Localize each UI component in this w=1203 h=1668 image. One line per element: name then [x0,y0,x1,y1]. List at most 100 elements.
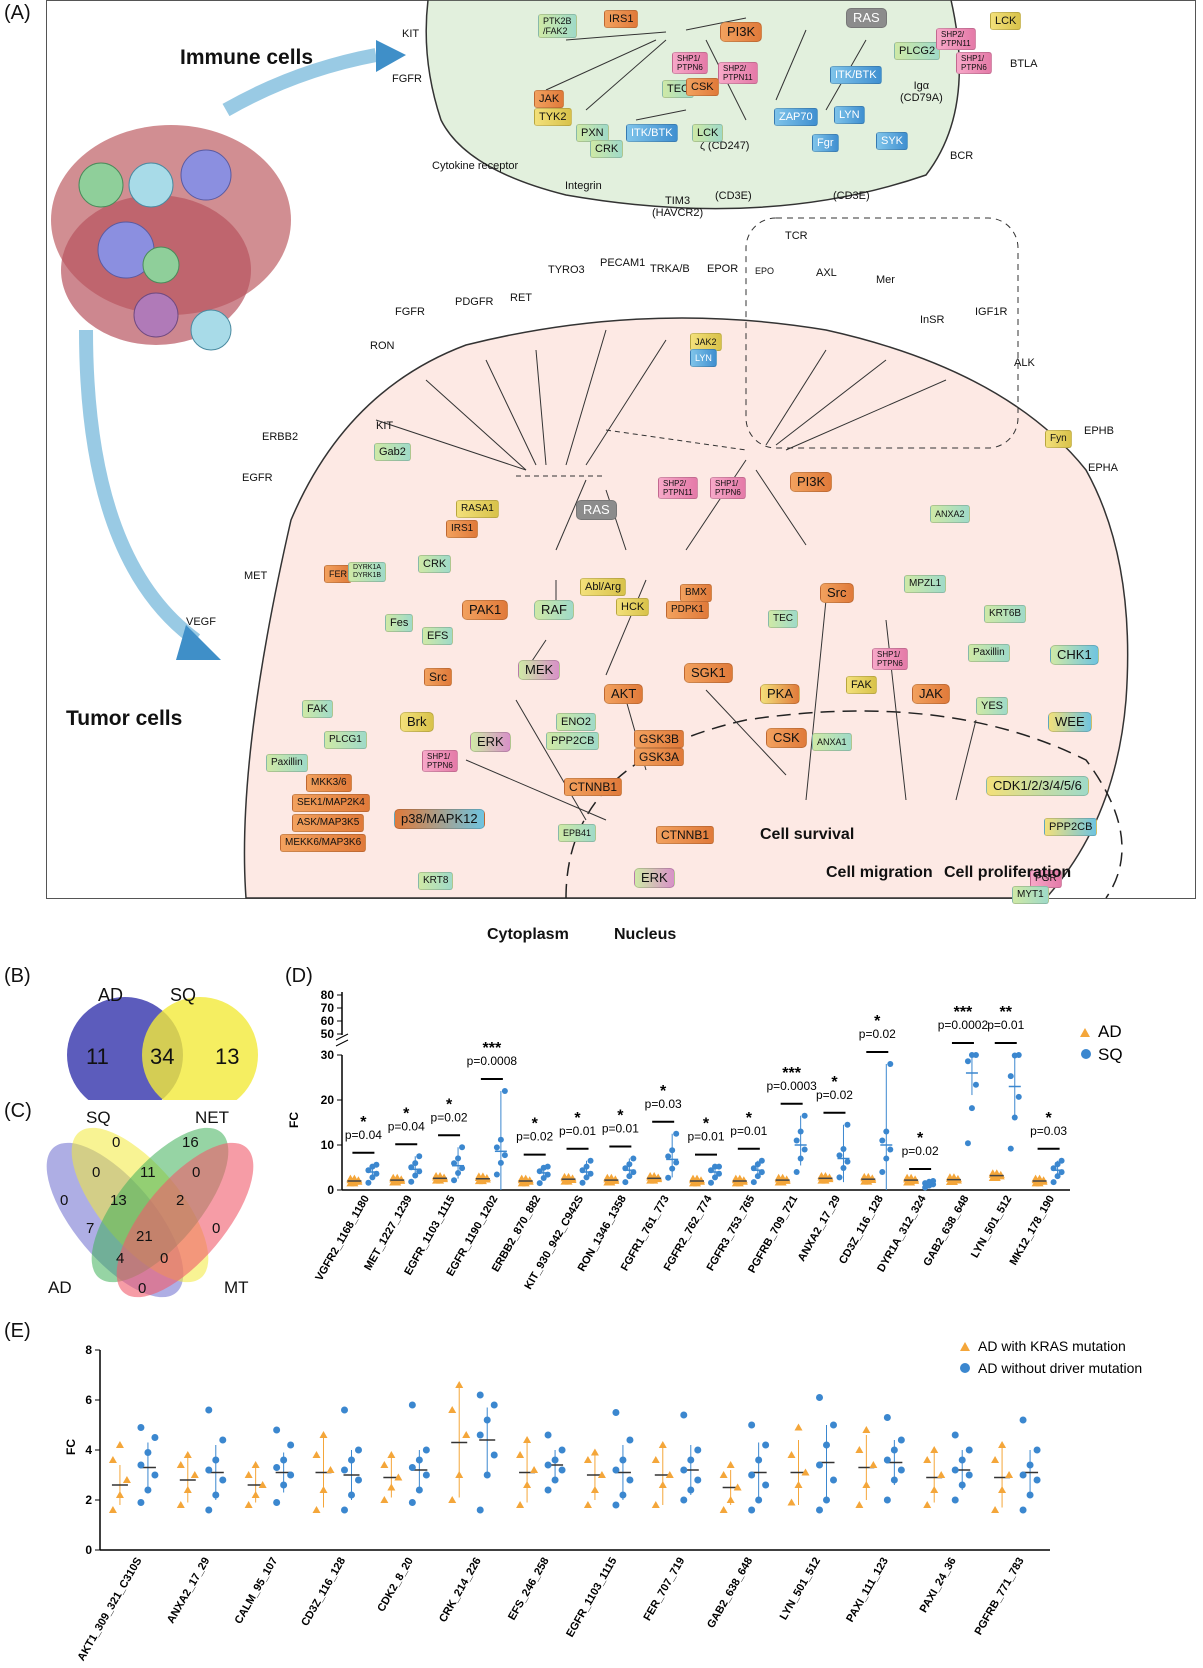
e-point-kras [312,1506,321,1513]
e-point-kras [455,1381,464,1388]
e-point-nodriver [680,1466,688,1474]
e-point-kras [122,1476,131,1483]
d-point-ad [907,1173,916,1181]
tumor-node-mpzl1: MPZL1 [904,575,947,593]
tumor-node-wee: WEE [1048,712,1092,732]
d-point-sq [501,1088,508,1094]
d-point-sq [750,1165,757,1172]
e-point-kras [176,1501,185,1508]
tumor-receptor-pdgfr: PDGFR [455,296,494,308]
tumor-node-ask: ASK/MAP3K5 [292,814,365,832]
immune-receptor-cd3e-left: (CD3E) [715,190,752,202]
e-point-nodriver [137,1499,145,1506]
d-point-sq [1054,1161,1061,1168]
e-point-nodriver [341,1406,348,1414]
e-point-nodriver [694,1476,702,1484]
d-stars: * [574,1110,581,1127]
d-point-sq [716,1163,722,1170]
e-point-nodriver [348,1456,355,1464]
d-point-sq [579,1167,586,1174]
d-stars: * [746,1110,753,1127]
d-pvalue: p=0.0008 [467,1054,518,1068]
e-point-nodriver [558,1446,566,1454]
e-point-kras [794,1481,803,1488]
e-point-nodriver [965,1446,973,1454]
d-pvalue: p=0.01 [687,1130,724,1144]
venn-c-region: 0 [60,1192,69,1209]
immune-receptor-cd79a: Igα (CD79A) [900,80,943,104]
e-point-nodriver [415,1456,423,1464]
d-pvalue: p=0.01 [987,1018,1024,1032]
e-category-label: CD3Z_116_128 [299,1556,348,1629]
e-point-kras [726,1461,735,1468]
d-stars: * [532,1116,539,1133]
d-y-tick-label-upper: 70 [321,1001,335,1015]
tumor-node-fes: Fes [385,614,414,632]
e-point-kras [719,1471,728,1478]
immune-receptor-fgfr: FGFR [392,73,422,85]
e-point-nodriver [476,1391,484,1399]
d-point-ad [1035,1174,1044,1182]
e-point-nodriver [355,1446,362,1454]
e-point-kras [855,1446,864,1453]
d-point-sq [1058,1169,1065,1176]
tam-receptor-group [745,217,1019,449]
e-point-nodriver [144,1486,152,1494]
e-point-kras [380,1496,389,1503]
panel-label-d: (D) [285,965,313,987]
e-point-nodriver [1019,1471,1027,1479]
d-point-ad [393,1173,402,1181]
d-point-sq [665,1174,672,1181]
d-legend-marker-sq [1081,1049,1091,1059]
e-point-kras [183,1486,192,1493]
tumor-node-shp1: SHP1/ PTPN6 [710,477,746,499]
e-point-nodriver [958,1481,966,1489]
e-point-kras [108,1506,117,1513]
d-point-sq [1015,1093,1022,1100]
tumor-receptor-met: MET [244,570,268,582]
e-point-nodriver [890,1476,898,1484]
d-y-tick-label-upper: 50 [321,1027,335,1041]
e-point-nodriver [151,1471,159,1479]
e-point-nodriver [205,1506,213,1514]
immune-node-lck-right: LCK [990,12,1022,30]
d-point-sq [669,1165,676,1172]
d-stars: * [360,1114,367,1131]
e-point-kras [923,1501,932,1508]
e-point-nodriver [273,1464,281,1471]
e-point-kras [523,1481,532,1488]
d-legend-ad: AD [1098,1022,1122,1041]
d-point-sq [1015,1052,1022,1058]
e-point-kras [665,1471,674,1478]
tumor-node-rasa1: RASA1 [456,500,499,518]
d-point-ad [949,1173,958,1181]
d-pvalue: p=0.03 [1030,1124,1067,1138]
tumor-node-efs: EFS [422,627,454,645]
d-point-sq [587,1157,594,1164]
tumor-node-chk1: CHK1 [1050,645,1099,665]
tumor-node-jak: JAK [912,684,950,704]
e-point-nodriver [408,1499,416,1506]
e-point-kras [998,1441,1007,1448]
immune-node-itk-btk-right: ITK/BTK [830,66,882,84]
e-legend-marker-kras [960,1342,970,1351]
e-point-nodriver [816,1394,823,1401]
venn-c [46,1127,254,1298]
e-legend-marker-nodriver [960,1363,970,1373]
immune-node-pxn: PXN [576,124,609,142]
d-category-label: MET_1227_1239 [362,1194,415,1273]
d-point-sq [797,1155,804,1162]
tumor-node-ppp2cb-left: PPP2CB [546,732,600,750]
tumor-node-epb41: EPB41 [558,824,597,842]
e-category-label: EFS_246_258 [506,1556,552,1623]
e-point-nodriver [341,1506,348,1514]
e-point-nodriver [137,1424,145,1431]
e-point-kras [930,1486,939,1493]
e-point-kras [244,1471,253,1478]
d-point-sq [887,1146,894,1153]
d-point-ad [350,1174,359,1182]
d-point-sq [836,1152,843,1159]
e-point-nodriver [694,1446,702,1454]
tumor-receptor-epha: EPHA [1088,462,1118,474]
e-point-nodriver [212,1456,220,1464]
